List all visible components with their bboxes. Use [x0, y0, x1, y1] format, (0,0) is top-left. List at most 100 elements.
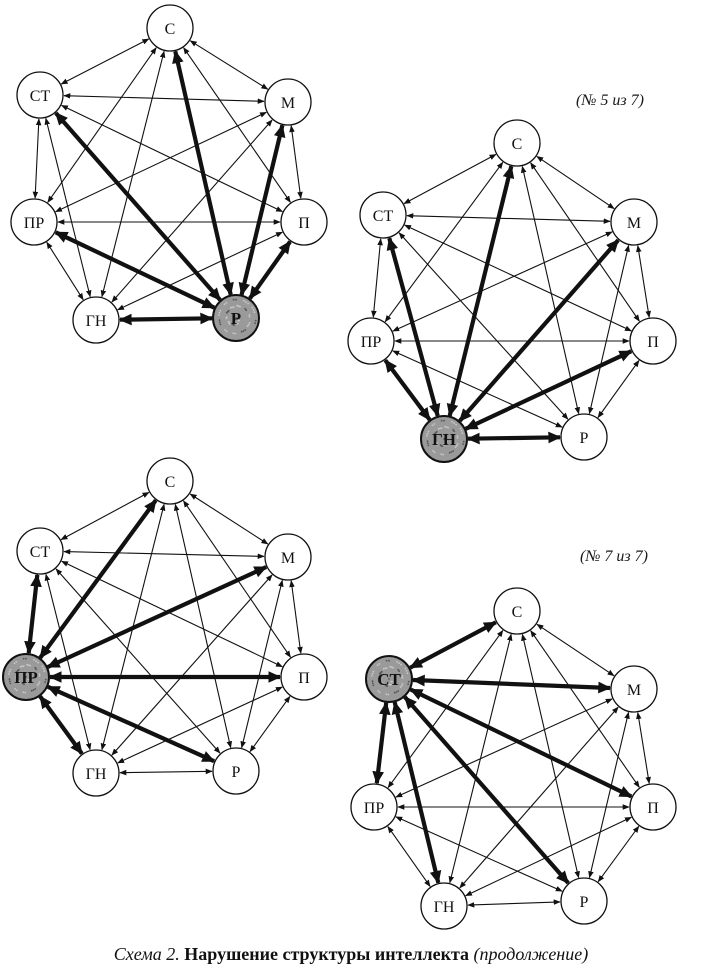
node-label: ГН — [86, 766, 107, 783]
node-texture-dot — [427, 444, 430, 447]
node-texture-dot — [38, 674, 41, 677]
node-r-highlighted: Р — [212, 294, 260, 342]
node-texture-dot — [400, 663, 402, 666]
node-s: С — [493, 119, 541, 167]
node-texture-dot — [445, 440, 448, 443]
node-st: СТ — [16, 527, 64, 575]
node-texture-dot — [427, 430, 430, 433]
node-p: П — [629, 317, 677, 365]
node-texture-dot — [380, 670, 383, 673]
node-texture-dot — [440, 453, 443, 456]
node-texture-dot — [399, 686, 402, 688]
node-texture-dot — [27, 664, 30, 666]
node-texture-dot — [15, 689, 18, 692]
node-texture-dot — [452, 450, 455, 452]
node-texture-dot — [254, 322, 256, 324]
edge-p-r — [249, 695, 291, 753]
node-texture-dot — [13, 662, 16, 665]
node-texture-dot — [456, 435, 459, 437]
node-texture-dot — [404, 667, 407, 670]
node-texture-dot — [378, 663, 381, 665]
node-texture-dot — [240, 330, 243, 333]
edge-m-r — [588, 711, 630, 879]
node-texture-dot — [232, 306, 235, 308]
node-texture-dot — [8, 678, 11, 681]
node-texture-dot — [236, 304, 239, 307]
node-texture-dot — [445, 426, 448, 428]
node-texture-dot — [433, 451, 436, 454]
node-texture-dot — [384, 684, 387, 686]
node-label: М — [281, 95, 295, 112]
edge-st-p — [61, 560, 283, 668]
diagram-label-7-of-7: (№ 7 из 7) — [580, 548, 648, 565]
edge-p-r — [597, 825, 640, 883]
node-texture-dot — [242, 330, 245, 332]
node-texture-dot — [439, 444, 442, 446]
node-texture-dot — [254, 319, 257, 322]
node-texture-dot — [232, 298, 235, 301]
node-texture-dot — [407, 680, 410, 683]
node-label: С — [512, 604, 523, 621]
node-label: Р — [580, 430, 589, 447]
node-texture-dot — [37, 661, 39, 664]
node-texture-dot — [17, 679, 20, 682]
caption-title: Нарушение структуры интеллекта — [184, 944, 470, 964]
node-texture-dot — [433, 423, 436, 425]
node-texture-dot — [372, 670, 375, 673]
node-texture-dot — [440, 419, 443, 422]
node-texture-dot — [401, 676, 404, 679]
figure-caption: Схема 2. Нарушение структуры интеллекта … — [0, 944, 702, 965]
edge-st-pr — [371, 238, 383, 318]
node-circle — [359, 191, 407, 239]
node-texture-dot — [390, 666, 393, 668]
node-texture-dot — [30, 689, 33, 692]
node-texture-dot — [245, 309, 248, 312]
node-texture-dot — [393, 691, 396, 694]
node-texture-dot — [462, 443, 464, 445]
edge-m-r-bold — [238, 124, 286, 296]
node-m: М — [264, 533, 312, 581]
node-circle — [560, 413, 608, 461]
node-texture-dot — [371, 680, 374, 683]
node-texture-dot — [435, 441, 438, 444]
edge-p-gn-bold — [464, 349, 633, 431]
node-s: С — [146, 4, 194, 52]
node-texture-dot — [407, 683, 409, 685]
node-texture-dot — [19, 665, 22, 668]
edge-s-pr — [387, 629, 504, 789]
node-pr: ПР — [347, 317, 395, 365]
edge-st-pr-bold — [372, 701, 391, 785]
edge-s-m — [189, 493, 269, 545]
node-texture-dot — [247, 302, 250, 305]
node-texture-dot — [25, 681, 28, 684]
node-texture-dot — [448, 451, 451, 454]
node-texture-dot — [450, 451, 453, 453]
node-texture-dot — [22, 691, 25, 694]
node-label: Р — [232, 764, 241, 781]
node-circle — [146, 457, 194, 505]
node-texture-dot — [21, 682, 24, 684]
node-label: ПР — [361, 334, 382, 351]
caption-suffix: (продолжение) — [473, 944, 589, 964]
node-circle — [72, 296, 120, 344]
edge-s-m — [189, 40, 269, 90]
edge-s-m — [536, 155, 615, 210]
node-texture-dot — [444, 425, 446, 428]
node-texture-dot — [231, 306, 234, 309]
node-texture-dot — [43, 670, 46, 673]
node-label: ПР — [14, 668, 38, 687]
edge-p-gn — [465, 816, 632, 897]
edge-m-p — [289, 125, 303, 199]
node-label: М — [281, 550, 295, 567]
node-texture-dot — [224, 329, 227, 331]
node-texture-dot — [225, 316, 228, 319]
node-texture-dot — [234, 332, 237, 335]
node-circle — [212, 747, 260, 795]
node-texture-dot — [426, 440, 429, 443]
node-circle — [280, 653, 328, 701]
node-label: П — [647, 800, 659, 817]
edge-pr-gn — [387, 826, 431, 887]
node-gn: ГН — [72, 749, 120, 797]
